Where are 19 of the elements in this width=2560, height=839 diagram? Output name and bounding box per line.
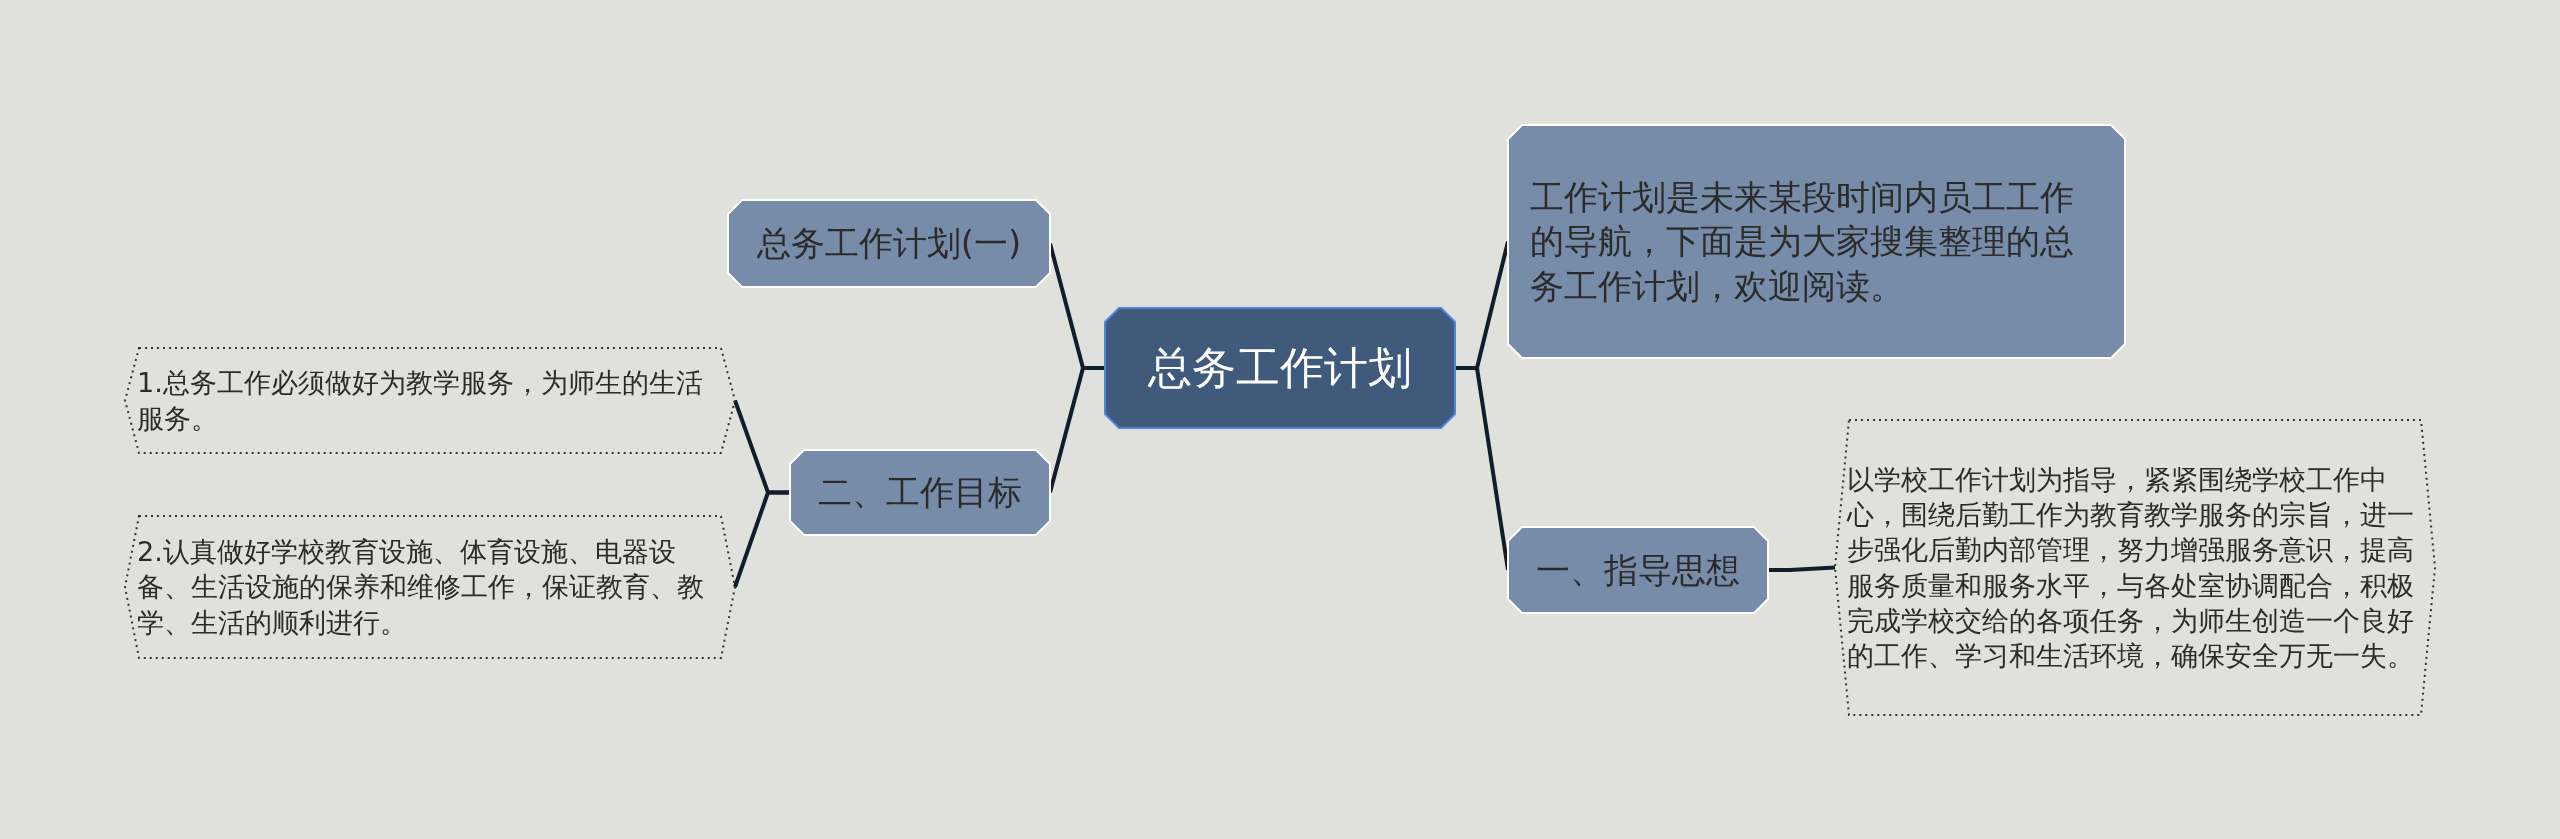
topic-label: 总务工作计划(一) (756, 222, 1022, 266)
topic-box (1508, 527, 1768, 613)
topic-label: 总务工作计划 (1148, 341, 1412, 396)
subtopic-box (125, 516, 735, 658)
topic-text: 工作计划是未来某段时间内员工工作的导航，下面是为大家搜集整理的总务工作计划，欢迎阅读。 (1530, 176, 2075, 308)
topic-label: 一、指导思想 (1536, 548, 1740, 592)
subtopic-box (125, 348, 735, 453)
connector-line (1768, 565, 1836, 572)
topic-box (790, 450, 1050, 535)
connector-line (733, 490, 790, 588)
subtopic-box (1835, 420, 2435, 715)
topic-text: 1.总务工作必须做好为教学服务，为师生的生活服务。 (137, 366, 704, 436)
topic-text: 以学校工作计划为指导，紧紧围绕学校工作中心，围绕后勤工作为教育教学服务的宗旨，进一步强化后勤内部管理，努力增强服务意识，提高服务质量和服务水平，与各处室协调配合，积极完成学校交给的各项任务，为师生创造一个良好的工作、学习和生活环境，确保安全万无一失。 (1847, 463, 2415, 673)
topic-box (728, 200, 1050, 287)
topic-text: 2.认真做好学校教育设施、体育设施、电器设备、生活设施的保养和维修工作，保证教育、教学、生活的顺利进行。 (137, 535, 705, 640)
topic-label: 二、工作目标 (818, 471, 1022, 515)
topic-box (1508, 125, 2125, 358)
central-topic-box (1105, 308, 1455, 428)
connector-line (1455, 366, 1510, 571)
